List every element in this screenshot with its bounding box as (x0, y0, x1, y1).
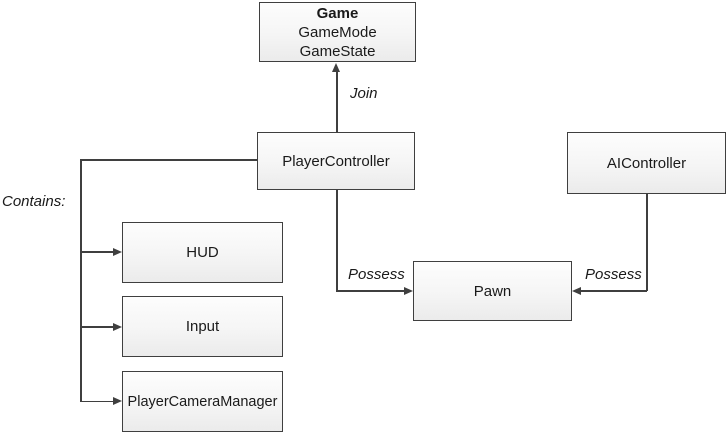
playercameramanager-label: PlayerCameraManager (127, 393, 278, 410)
game-title: Game (316, 4, 359, 22)
connector-contains-top-horizontal (80, 159, 257, 161)
connector-aic-pawn-horizontal (581, 290, 647, 292)
game-state-label: GameState (299, 42, 376, 60)
possess-left-arrowhead-icon (404, 286, 413, 295)
possess-right-arrowhead-icon (572, 286, 581, 295)
hud-label: HUD (186, 244, 219, 261)
aicontroller-label: AIController (606, 154, 687, 172)
connector-branch-hud (80, 251, 113, 253)
connector-branch-input (80, 326, 113, 328)
connector-pc-pawn-horizontal (336, 290, 404, 292)
connector-contains-vertical (80, 159, 82, 402)
playercontroller-label: PlayerController (282, 152, 390, 170)
join-label: Join (350, 85, 378, 102)
node-playercontroller: PlayerController (257, 132, 415, 190)
pcm-arrowhead-icon (113, 397, 122, 405)
possess-left-label: Possess (348, 266, 405, 283)
connector-join-vertical (336, 71, 338, 132)
hud-arrowhead-icon (113, 247, 122, 256)
pawn-label: Pawn (473, 282, 512, 300)
game-mode-label: GameMode (298, 23, 377, 41)
connector-pc-pawn-vertical (336, 190, 338, 291)
node-playercameramanager: PlayerCameraManager (122, 371, 283, 432)
join-arrowhead-icon (332, 63, 340, 72)
connector-branch-pcm (80, 400, 113, 402)
node-pawn: Pawn (413, 261, 572, 321)
contains-label: Contains: (2, 193, 66, 210)
connector-aic-pawn-vertical (646, 194, 648, 291)
input-label: Input (185, 318, 220, 335)
node-aicontroller: AIController (567, 132, 726, 194)
possess-right-label: Possess (585, 266, 642, 283)
node-input: Input (122, 296, 283, 357)
input-arrowhead-icon (113, 322, 122, 331)
node-hud: HUD (122, 222, 283, 283)
node-game: Game GameMode GameState (259, 2, 416, 62)
